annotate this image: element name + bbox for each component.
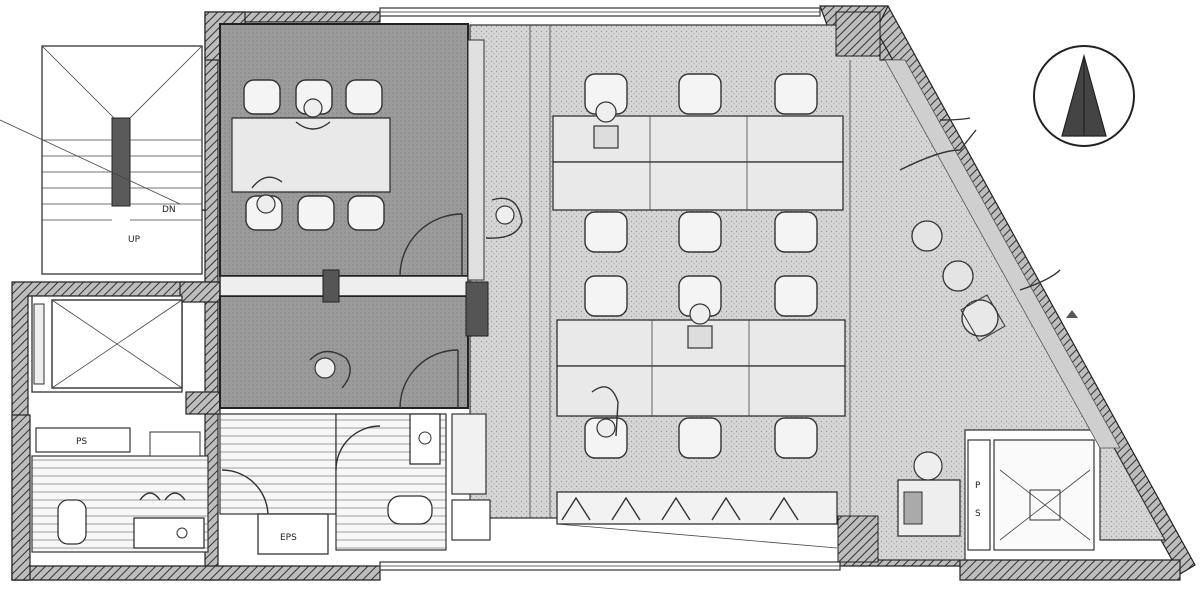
stair-up-label: UP	[128, 235, 141, 245]
chair	[774, 211, 818, 253]
column	[835, 11, 881, 57]
door-swing	[221, 469, 269, 517]
chair	[243, 79, 281, 115]
person-icon	[251, 176, 283, 214]
eps-room: EPS	[257, 513, 329, 555]
partition-column	[322, 269, 340, 303]
column	[837, 515, 879, 563]
chair	[347, 195, 385, 231]
eps-label: EPS	[280, 533, 297, 543]
person-icon	[295, 98, 331, 130]
chair	[678, 417, 722, 459]
chair	[584, 275, 628, 317]
triangle-marker-icon	[1066, 310, 1078, 318]
meeting-table-set	[231, 79, 391, 231]
desk-cluster-top	[552, 73, 844, 253]
corridor-strip	[467, 39, 485, 281]
service-corridor	[219, 413, 337, 515]
sink-counter	[149, 431, 201, 457]
sink-icon	[409, 413, 441, 465]
elevator	[31, 295, 183, 393]
column	[465, 281, 489, 337]
person-icon	[593, 101, 619, 149]
floor-gridlines	[529, 25, 851, 518]
window-side-strip	[884, 59, 1121, 449]
person-icon	[485, 197, 523, 239]
windows	[379, 7, 841, 571]
lounge-furniture	[899, 117, 1061, 342]
desk-cluster-bottom	[556, 275, 846, 459]
storage-closet	[451, 413, 487, 495]
ps-vertical-p-label: P	[975, 481, 981, 491]
ps-label: PS	[76, 437, 87, 447]
north-arrow-icon	[1033, 45, 1135, 147]
chair	[584, 211, 628, 253]
chair	[774, 275, 818, 317]
person-icon	[309, 350, 351, 389]
stair-down-label: DN	[162, 205, 176, 215]
chair	[678, 211, 722, 253]
pipe-shaft-right: P S	[967, 439, 991, 551]
chair	[345, 79, 383, 115]
chair	[774, 73, 818, 115]
person-icon	[591, 386, 619, 438]
person-icon	[687, 303, 713, 349]
kitchenette	[897, 451, 961, 537]
janitor-sink	[451, 499, 491, 541]
toilet-icon	[387, 495, 433, 525]
partition-wall	[219, 275, 469, 297]
service-shaft	[993, 439, 1095, 551]
door-swing	[335, 425, 381, 471]
manager-room	[219, 295, 469, 409]
ps-vertical-s-label: S	[975, 509, 981, 519]
stairwell: DN UP	[0, 45, 203, 275]
toilet-icon	[57, 499, 87, 545]
storage-cabinets	[556, 491, 838, 549]
chair	[678, 73, 722, 115]
pipe-shaft: PS	[35, 427, 131, 453]
chair	[297, 195, 335, 231]
chair	[774, 417, 818, 459]
door-swing	[139, 492, 186, 501]
sink-icon	[133, 517, 205, 549]
